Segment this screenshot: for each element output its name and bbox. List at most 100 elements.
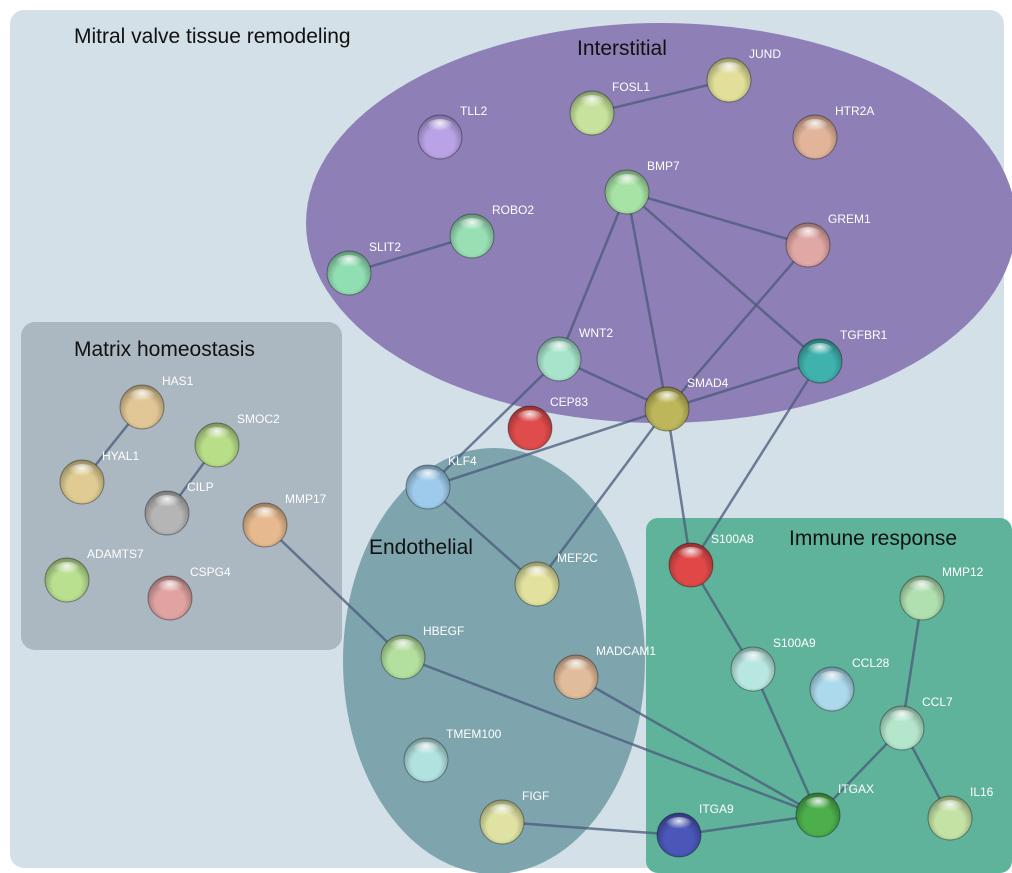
node-fosl1[interactable]: FOSL1	[569, 80, 650, 136]
node-wnt2[interactable]: WNT2	[536, 326, 613, 382]
node-label: CSPG4	[190, 565, 231, 579]
node-highlight	[665, 817, 693, 833]
node-label: ITGAX	[838, 782, 874, 796]
node-highlight	[523, 566, 551, 582]
node-label: GREM1	[828, 212, 871, 226]
node-ccl28[interactable]: CCL28	[809, 656, 890, 712]
node-cilp[interactable]: CILP	[144, 480, 214, 536]
node-robo2[interactable]: ROBO2	[449, 203, 534, 259]
node-tmem100[interactable]: TMEM100	[403, 727, 502, 783]
node-madcam1[interactable]: MADCAM1	[553, 644, 656, 700]
node-mmp12[interactable]: MMP12	[899, 565, 984, 621]
edge-bmp7-tgfbr1	[626, 191, 821, 362]
node-highlight	[335, 255, 363, 271]
node-il16[interactable]: IL16	[927, 785, 994, 841]
node-highlight	[203, 427, 231, 443]
node-label: ROBO2	[492, 203, 534, 217]
node-highlight	[412, 742, 440, 758]
node-label: IL16	[970, 785, 994, 799]
node-label: SLIT2	[369, 240, 401, 254]
node-highlight	[426, 119, 454, 135]
node-highlight	[613, 174, 641, 190]
edge-grem1-smad4	[666, 244, 809, 410]
node-label: CCL7	[922, 695, 953, 709]
node-itga9[interactable]: ITGA9	[656, 802, 734, 858]
node-highlight	[251, 507, 279, 523]
node-highlight	[458, 218, 486, 234]
node-label: TMEM100	[446, 727, 502, 741]
node-highlight	[677, 547, 705, 563]
node-highlight	[153, 495, 181, 511]
node-cep83[interactable]: CEP83	[507, 395, 588, 451]
node-highlight	[653, 391, 681, 407]
node-highlight	[794, 227, 822, 243]
node-mmp17[interactable]: MMP17	[242, 492, 327, 548]
node-label: FOSL1	[612, 80, 650, 94]
node-label: SMOC2	[237, 412, 280, 426]
node-highlight	[888, 710, 916, 726]
edge-bmp7-grem1	[626, 190, 809, 247]
edge-s100a9-itgax	[751, 668, 820, 816]
edge-mmp17-hbegf	[264, 524, 404, 658]
node-adamts7[interactable]: ADAMTS7	[44, 547, 144, 603]
node-ccl7[interactable]: CCL7	[879, 695, 953, 751]
node-klf4[interactable]: KLF4	[405, 454, 477, 510]
node-mef2c[interactable]: MEF2C	[514, 551, 598, 607]
region-label-immune-response: Immune response	[789, 527, 957, 550]
node-highlight	[936, 800, 964, 816]
node-label: HYAL1	[102, 449, 139, 463]
node-tgfbr1[interactable]: TGFBR1	[797, 328, 888, 384]
node-bmp7[interactable]: BMP7	[604, 159, 680, 215]
node-slit2[interactable]: SLIT2	[326, 240, 401, 296]
region-matrix-homeostasis	[21, 322, 342, 650]
edge-wnt2-klf4	[427, 358, 560, 488]
edge-smad4-klf4	[427, 407, 668, 489]
node-highlight	[739, 651, 767, 667]
node-hbegf[interactable]: HBEGF	[380, 624, 464, 680]
node-highlight	[818, 671, 846, 687]
edge-smad4-mef2c	[535, 408, 669, 585]
node-itgax[interactable]: ITGAX	[795, 782, 874, 838]
node-label: MMP12	[942, 565, 984, 579]
node-jund[interactable]: JUND	[706, 47, 781, 103]
edge-tgfbr1-s100a8	[689, 360, 822, 566]
node-highlight	[562, 659, 590, 675]
node-highlight	[128, 389, 156, 405]
node-hyal1[interactable]: HYAL1	[59, 449, 139, 505]
edge-bmp7-wnt2	[557, 191, 629, 360]
node-highlight	[545, 341, 573, 357]
edge-hbegf-itgax	[402, 655, 819, 817]
edge-tgfbr1-smad4	[666, 359, 821, 411]
region-label-endothelial: Endothelial	[369, 536, 473, 559]
node-cspg4[interactable]: CSPG4	[147, 565, 231, 621]
node-highlight	[389, 639, 417, 655]
node-has1[interactable]: HAS1	[119, 374, 194, 430]
node-s100a9[interactable]: S100A9	[730, 636, 816, 692]
node-highlight	[414, 469, 442, 485]
node-s100a8[interactable]: S100A8	[668, 532, 754, 588]
edges-layer	[81, 78, 952, 837]
node-label: BMP7	[647, 159, 680, 173]
edge-smad4-s100a8	[665, 408, 693, 566]
node-grem1[interactable]: GREM1	[785, 212, 871, 268]
node-highlight	[578, 95, 606, 111]
node-highlight	[516, 410, 544, 426]
node-figf[interactable]: FIGF	[479, 789, 549, 845]
node-label: ADAMTS7	[87, 547, 144, 561]
node-highlight	[68, 464, 96, 480]
node-label: TLL2	[460, 104, 488, 118]
node-highlight	[801, 119, 829, 135]
node-highlight	[488, 804, 516, 820]
node-smoc2[interactable]: SMOC2	[194, 412, 280, 468]
node-label: MMP17	[285, 492, 327, 506]
node-smad4[interactable]: SMAD4	[644, 376, 729, 432]
edge-fosl1-jund	[591, 78, 730, 115]
region-label-matrix-homeostasis: Matrix homeostasis	[74, 338, 255, 361]
node-label: CILP	[187, 480, 214, 494]
edge-figf-itga9	[501, 820, 680, 837]
region-label-interstitial: Interstitial	[577, 37, 667, 60]
node-label: S100A9	[773, 636, 816, 650]
node-label: HBEGF	[423, 624, 464, 638]
node-htr2a[interactable]: HTR2A	[792, 104, 874, 160]
node-tll2[interactable]: TLL2	[417, 104, 488, 160]
